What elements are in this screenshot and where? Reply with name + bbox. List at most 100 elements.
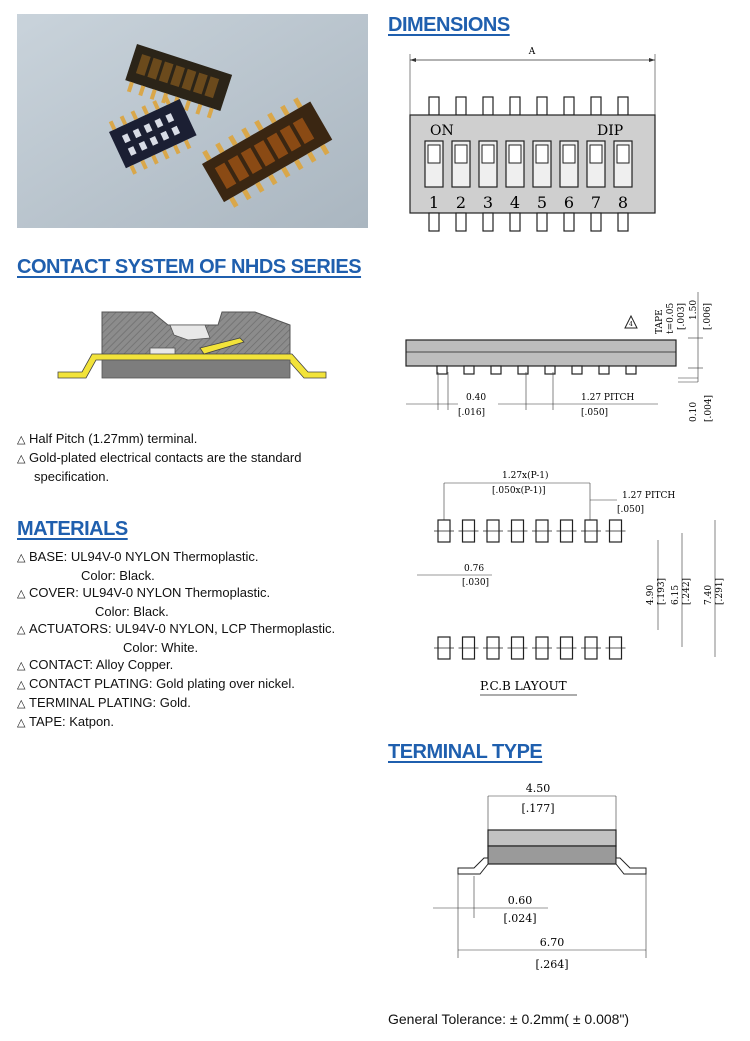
triangle-icon: △: [17, 660, 26, 672]
triangle-icon: △: [17, 453, 26, 465]
svg-text:[.264]: [.264]: [535, 958, 568, 971]
switch-number: 5: [537, 193, 547, 212]
material-line: △COVER: UL94V-0 NYLON Thermoplastic.: [17, 584, 335, 603]
pin-bottom: [563, 212, 575, 232]
actuator: [616, 144, 630, 164]
svg-text:4: 4: [629, 321, 633, 328]
material-line: Color: Black.: [81, 568, 155, 583]
side-pin: [598, 365, 610, 375]
svg-text:[.291]: [.291]: [715, 578, 725, 605]
pin-bottom: [455, 212, 467, 232]
pin-top: [482, 96, 494, 116]
triangle-icon: △: [17, 679, 26, 691]
material-line: △BASE: UL94V-0 NYLON Thermoplastic.: [17, 548, 335, 567]
terminal-type-drawing: 4.50 [.177] 0.60 [.024] 6.70 [.264]: [433, 782, 647, 971]
svg-text:0.60: 0.60: [508, 894, 533, 907]
side-pin: [490, 365, 502, 375]
triangle-icon: △: [17, 698, 26, 710]
pin-bottom: [617, 212, 629, 232]
switch-number: 7: [591, 193, 601, 212]
pin-top: [509, 96, 521, 116]
dim-a-label: A: [528, 47, 536, 57]
side-pin: [544, 365, 556, 375]
switch-number: 6: [564, 193, 574, 212]
material-line: △TAPE: Katpon.: [17, 713, 335, 732]
dip-label: DIP: [597, 123, 623, 139]
pin-bottom: [428, 212, 440, 232]
pin-top: [536, 96, 548, 116]
pin-bottom: [590, 212, 602, 232]
switch-number: 8: [618, 193, 628, 212]
svg-text:[.177]: [.177]: [521, 802, 554, 815]
material-line: △TERMINAL PLATING: Gold.: [17, 694, 335, 713]
svg-text:[.050x(P-1)]: [.050x(P-1)]: [492, 485, 546, 496]
switch-number: 1: [429, 193, 439, 212]
pin-bottom: [509, 212, 521, 232]
svg-text:[.050]: [.050]: [617, 505, 644, 515]
triangle-icon: △: [17, 552, 26, 564]
svg-text:t=0.05: t=0.05: [666, 303, 676, 334]
contact-bullets: △Half Pitch (1.27mm) terminal. △Gold-pla…: [17, 430, 301, 485]
general-tolerance: General Tolerance: ± 0.2mm( ± 0.008"): [388, 1011, 630, 1027]
contact-system-heading: CONTACT SYSTEM OF NHDS SERIES: [17, 256, 362, 278]
material-line: △ACTUATORS: UL94V-0 NYLON, LCP Thermopla…: [17, 620, 335, 639]
actuator: [427, 144, 441, 164]
actuator: [535, 144, 549, 164]
pin-top: [428, 96, 440, 116]
svg-text:[.004]: [.004]: [704, 395, 714, 422]
svg-text:4.90: 4.90: [646, 585, 656, 605]
svg-text:[.050]: [.050]: [581, 408, 608, 418]
actuator: [481, 144, 495, 164]
material-line: △CONTACT: Alloy Copper.: [17, 656, 335, 675]
actuator: [589, 144, 603, 164]
svg-text:[.016]: [.016]: [458, 408, 485, 418]
pin-top: [455, 96, 467, 116]
material-line: Color: White.: [123, 640, 199, 655]
side-pin: [517, 365, 529, 375]
side-view-drawing: TAPE t=0.05 [.003] 1.50 [.006] 4 0.40 [.…: [405, 292, 714, 422]
svg-text:1.27 PITCH: 1.27 PITCH: [581, 393, 634, 403]
product-photo-image: [17, 14, 368, 228]
svg-text:0.10: 0.10: [689, 402, 699, 422]
svg-text:TAPE: TAPE: [655, 309, 665, 334]
svg-text:7.40: 7.40: [704, 585, 714, 605]
product-photo: [17, 14, 368, 228]
svg-text:6.70: 6.70: [540, 936, 565, 949]
contact-bullet-2-cont: specification.: [34, 469, 110, 484]
pin-bottom: [482, 212, 494, 232]
svg-text:0.40: 0.40: [466, 393, 486, 403]
terminal-type-heading: TERMINAL TYPE: [388, 741, 543, 763]
switch-number: 2: [456, 193, 466, 212]
svg-text:[.024]: [.024]: [503, 912, 536, 925]
contact-bullet-1: △Half Pitch (1.27mm) terminal.: [17, 430, 301, 449]
materials-list: △BASE: UL94V-0 NYLON Thermoplastic.Color…: [17, 548, 335, 732]
switch-number: 3: [483, 193, 493, 212]
material-line: Color: Black.: [95, 604, 169, 619]
material-line: △CONTACT PLATING: Gold plating over nick…: [17, 675, 335, 694]
svg-text:4.50: 4.50: [526, 782, 551, 795]
dimensions-heading: DIMENSIONS: [388, 14, 510, 36]
svg-text:[.030]: [.030]: [462, 578, 489, 588]
triangle-icon: △: [17, 588, 26, 600]
pin-top: [617, 96, 629, 116]
svg-text:1.27x(P-1): 1.27x(P-1): [502, 470, 548, 481]
materials-heading: MATERIALS: [17, 518, 128, 540]
pin-top: [590, 96, 602, 116]
side-pin: [625, 365, 637, 375]
svg-text:1.50: 1.50: [689, 300, 699, 320]
actuator: [454, 144, 468, 164]
pin-top: [563, 96, 575, 116]
triangle-icon: △: [17, 624, 26, 636]
actuator: [508, 144, 522, 164]
side-pin: [463, 365, 475, 375]
svg-text:[.003]: [.003]: [677, 303, 687, 330]
side-pin: [436, 365, 448, 375]
contact-cross-section-drawing: [57, 311, 327, 379]
svg-text:[.193]: [.193]: [657, 578, 667, 605]
svg-text:0.76: 0.76: [464, 564, 484, 574]
svg-text:6.15: 6.15: [671, 585, 681, 605]
side-pin: [571, 365, 583, 375]
actuator: [562, 144, 576, 164]
triangle-icon: △: [17, 717, 26, 729]
